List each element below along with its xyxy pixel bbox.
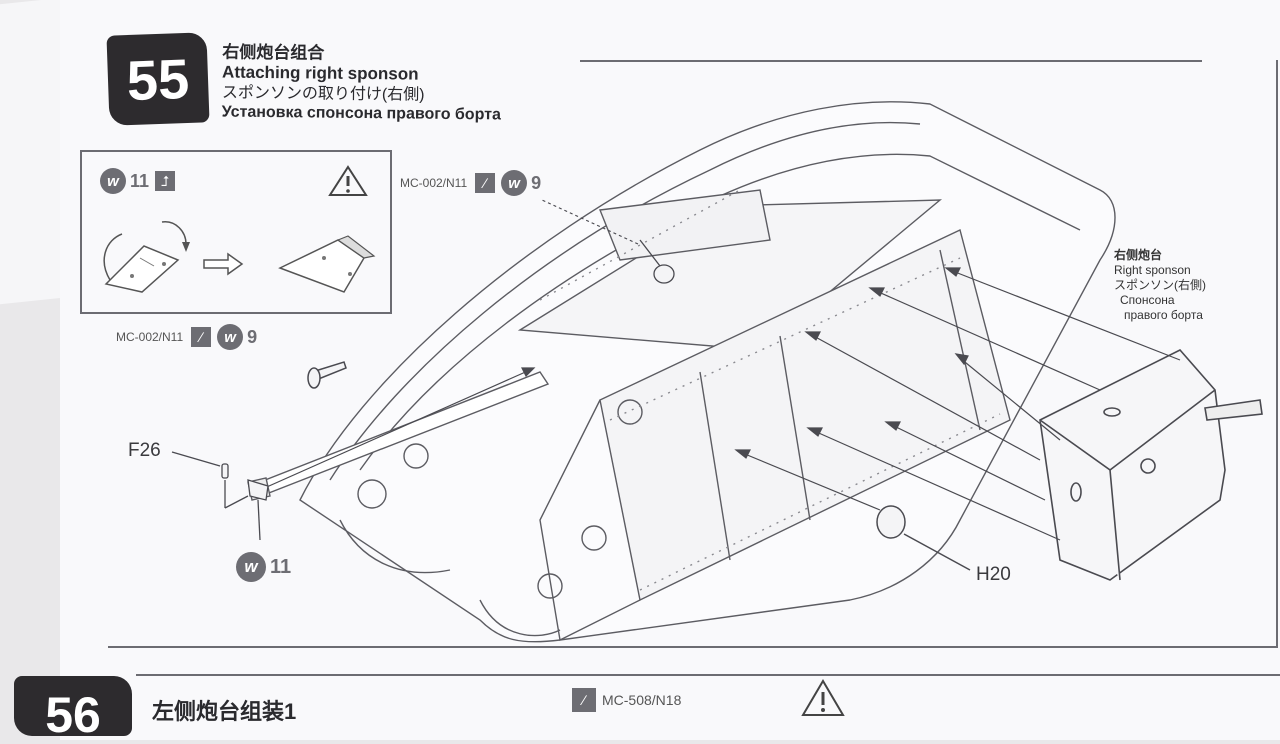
tank-assembly-drawing bbox=[171, 101, 1263, 643]
step-frame bbox=[108, 60, 1278, 648]
sponson-label-russian-1: Спонсона bbox=[1120, 293, 1175, 307]
bolt-part bbox=[307, 361, 347, 389]
part-label-f26: F26 bbox=[128, 440, 161, 461]
brush-icon: ∕ bbox=[475, 173, 496, 193]
w-bottom-weather-count: 11 bbox=[270, 555, 292, 578]
mc-top-weather-count: 9 bbox=[531, 172, 542, 193]
hatch-disc-h20 bbox=[876, 505, 971, 571]
part-label-h20: H20 bbox=[976, 564, 1011, 585]
weathering-badge-icon: w bbox=[501, 170, 528, 196]
mc-left-weather-count: 9 bbox=[247, 326, 258, 347]
inset-weather-callout: w 11 ⮥ bbox=[100, 168, 181, 194]
boot-icon: ⮥ bbox=[155, 171, 176, 191]
step56-title: 左侧炮台组装1 bbox=[152, 699, 297, 724]
sponson-label-chinese: 右侧炮台 bbox=[1114, 248, 1163, 262]
step56-code-callout: ∕ MC-508/N18 bbox=[572, 688, 681, 712]
sponson-drawing bbox=[1039, 349, 1263, 581]
brush-icon: ∕ bbox=[572, 688, 596, 712]
warning-triangle-icon bbox=[328, 165, 368, 196]
sponson-label-japanese: スポンソン(右側) bbox=[1114, 278, 1206, 292]
mc-left-code: MC-002/N11 bbox=[116, 330, 184, 344]
right-arrow-icon bbox=[203, 252, 244, 276]
sponson-label-russian-2: правого борта bbox=[1124, 308, 1203, 322]
weathering-badge-icon: w bbox=[236, 552, 266, 582]
sponson-label: 右侧炮台 Right sponson スポンソン(右側) Спонсона пр… bbox=[1114, 248, 1206, 323]
detail-inset: w 11 ⮥ bbox=[80, 150, 392, 314]
step56-divider bbox=[136, 674, 1280, 676]
inset-bracket-drawing bbox=[103, 221, 376, 293]
f26-part bbox=[171, 451, 269, 541]
sponson-label-english: Right sponson bbox=[1114, 263, 1191, 277]
brush-icon: ∕ bbox=[191, 327, 212, 347]
weathering-badge-icon: w bbox=[217, 324, 244, 350]
mc-top-code: MC-002/N11 bbox=[400, 176, 468, 190]
step56-number-badge: 56 bbox=[14, 676, 132, 743]
mc-left-callout: MC-002/N11 ∕ w 9 bbox=[116, 324, 257, 350]
frame-top-line bbox=[580, 60, 1202, 62]
w-bottom-callout: w 11 bbox=[236, 552, 291, 582]
inset-weather-count: 11 bbox=[130, 170, 150, 191]
mc-top-callout: MC-002/N11 ∕ w 9 bbox=[400, 170, 541, 196]
weathering-badge-icon: w bbox=[100, 168, 126, 194]
step56-code: MC-508/N18 bbox=[602, 692, 682, 708]
warning-triangle-icon bbox=[801, 679, 845, 716]
